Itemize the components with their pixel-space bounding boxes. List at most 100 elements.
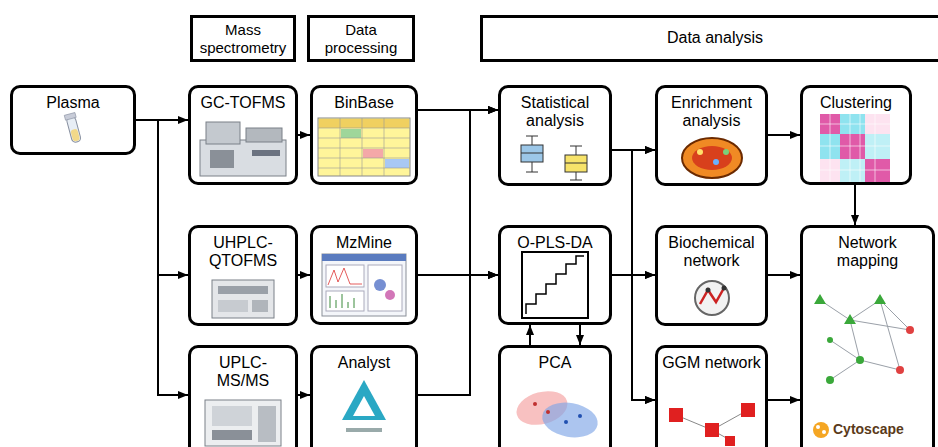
mzmine-window xyxy=(374,279,386,291)
network-graph-icon xyxy=(814,294,826,304)
flow-arrow xyxy=(418,275,498,395)
box-label: MzMine xyxy=(317,234,411,252)
metamapr-logo xyxy=(722,286,727,291)
kegg-logo xyxy=(713,159,719,165)
binbase-table xyxy=(319,119,409,128)
uplc-instrument xyxy=(212,430,252,440)
binbase-table xyxy=(341,129,361,138)
kegg-logo xyxy=(692,146,732,170)
flow-arrow xyxy=(854,185,856,225)
network-graph-icon xyxy=(856,356,864,364)
box-label: Statistical analysis xyxy=(505,94,605,131)
box-label: Network mapping xyxy=(807,234,928,271)
heatmap-icon xyxy=(865,159,890,182)
mzmine-window xyxy=(322,254,406,316)
analyst-logo xyxy=(346,428,382,432)
gc-tofms-instrument xyxy=(246,128,282,142)
plasma-tube xyxy=(64,113,76,121)
process-box: O-PLS-DA xyxy=(498,225,612,325)
opls-da-plot xyxy=(522,252,588,318)
box-label: Enrichment analysis xyxy=(662,94,761,131)
flow-arrow xyxy=(579,325,581,345)
flow-arrow xyxy=(612,150,655,275)
box-label: UPLC-MS/MS xyxy=(195,354,291,391)
uhplc-instrument xyxy=(212,280,274,318)
box-label: Clustering xyxy=(807,94,905,112)
network-graph-icon xyxy=(827,337,833,343)
box-label: O-PLS-DA xyxy=(505,234,605,252)
flow-arrow xyxy=(768,134,800,136)
stage-title: Mass spectrometry xyxy=(197,21,289,56)
uhplc-instrument xyxy=(252,300,268,312)
boxplot-icon xyxy=(521,153,543,154)
flow-arrow xyxy=(418,110,498,275)
mzmine-window xyxy=(328,268,362,285)
stage-header-box: Data analysis xyxy=(480,15,938,62)
stage-title: Data processing xyxy=(314,21,408,56)
stage-header-box: Mass spectrometry xyxy=(190,15,296,62)
logo-text: Cytoscape xyxy=(833,421,904,437)
network-graph-icon xyxy=(906,326,914,334)
network-graph-icon xyxy=(820,300,910,380)
metamapr-logo xyxy=(706,288,711,293)
uplc-instrument xyxy=(205,400,281,446)
mzmine-window xyxy=(326,265,364,287)
stage-header-box: Data processing xyxy=(307,15,415,62)
process-box: UHPLC-QTOFMS xyxy=(188,225,298,326)
flow-arrow xyxy=(418,110,498,275)
uplc-instrument xyxy=(212,406,252,426)
analyst-logo xyxy=(342,380,386,432)
pca-plot xyxy=(546,410,550,414)
ggm-network-icon xyxy=(705,423,719,437)
box-label: Analyst xyxy=(317,354,411,372)
flow-arrow xyxy=(529,325,531,345)
uhplc-instrument xyxy=(218,286,268,294)
pca-plot xyxy=(513,386,601,442)
metamapr-logo xyxy=(700,288,724,304)
metamapr-logo xyxy=(695,281,729,315)
mzmine-window xyxy=(368,265,402,311)
flow-arrow xyxy=(612,150,655,400)
box-label: BinBase xyxy=(317,94,411,112)
network-graph-icon xyxy=(844,314,856,324)
flow-arrow xyxy=(136,120,188,275)
flow-arrow xyxy=(768,399,800,401)
kegg-logo xyxy=(682,138,742,178)
plasma-tube xyxy=(70,128,80,141)
pca-plot xyxy=(539,398,600,441)
process-box: Enrichment analysis xyxy=(655,85,768,186)
ggm-network-icon xyxy=(669,408,683,422)
binbase-table xyxy=(318,118,410,176)
uplc-instrument xyxy=(205,400,281,446)
heatmap-icon xyxy=(840,159,865,182)
kegg-logo xyxy=(697,149,703,155)
boxplot-icon xyxy=(565,155,587,172)
boxplot-icon xyxy=(521,136,587,180)
network-graph-icon xyxy=(826,376,834,384)
cytoscape-logo xyxy=(813,422,829,438)
box-label: Plasma xyxy=(17,94,129,112)
mzmine-window xyxy=(322,254,406,261)
heatmap-icon xyxy=(820,114,890,182)
pca-plot xyxy=(564,420,568,424)
heatmap-icon xyxy=(840,134,865,159)
box-label: Biochemical network xyxy=(662,234,761,271)
flow-arrow xyxy=(298,394,310,396)
box-label: PCA xyxy=(505,354,605,372)
process-box: MzMine xyxy=(310,225,418,325)
process-box: GGM network xyxy=(655,345,768,447)
network-graph-icon xyxy=(896,366,904,374)
uhplc-instrument xyxy=(218,300,248,312)
pca-plot xyxy=(578,414,582,418)
process-box: Biochemical network xyxy=(655,225,768,326)
heatmap-icon xyxy=(820,114,890,182)
binbase-table xyxy=(318,118,410,176)
gc-tofms-instrument xyxy=(200,140,286,176)
kegg-logo xyxy=(682,138,742,178)
heatmap-icon xyxy=(820,114,890,182)
kegg-logo xyxy=(723,149,729,155)
ggm-network-icon xyxy=(725,436,735,446)
flow-arrow xyxy=(418,110,498,395)
